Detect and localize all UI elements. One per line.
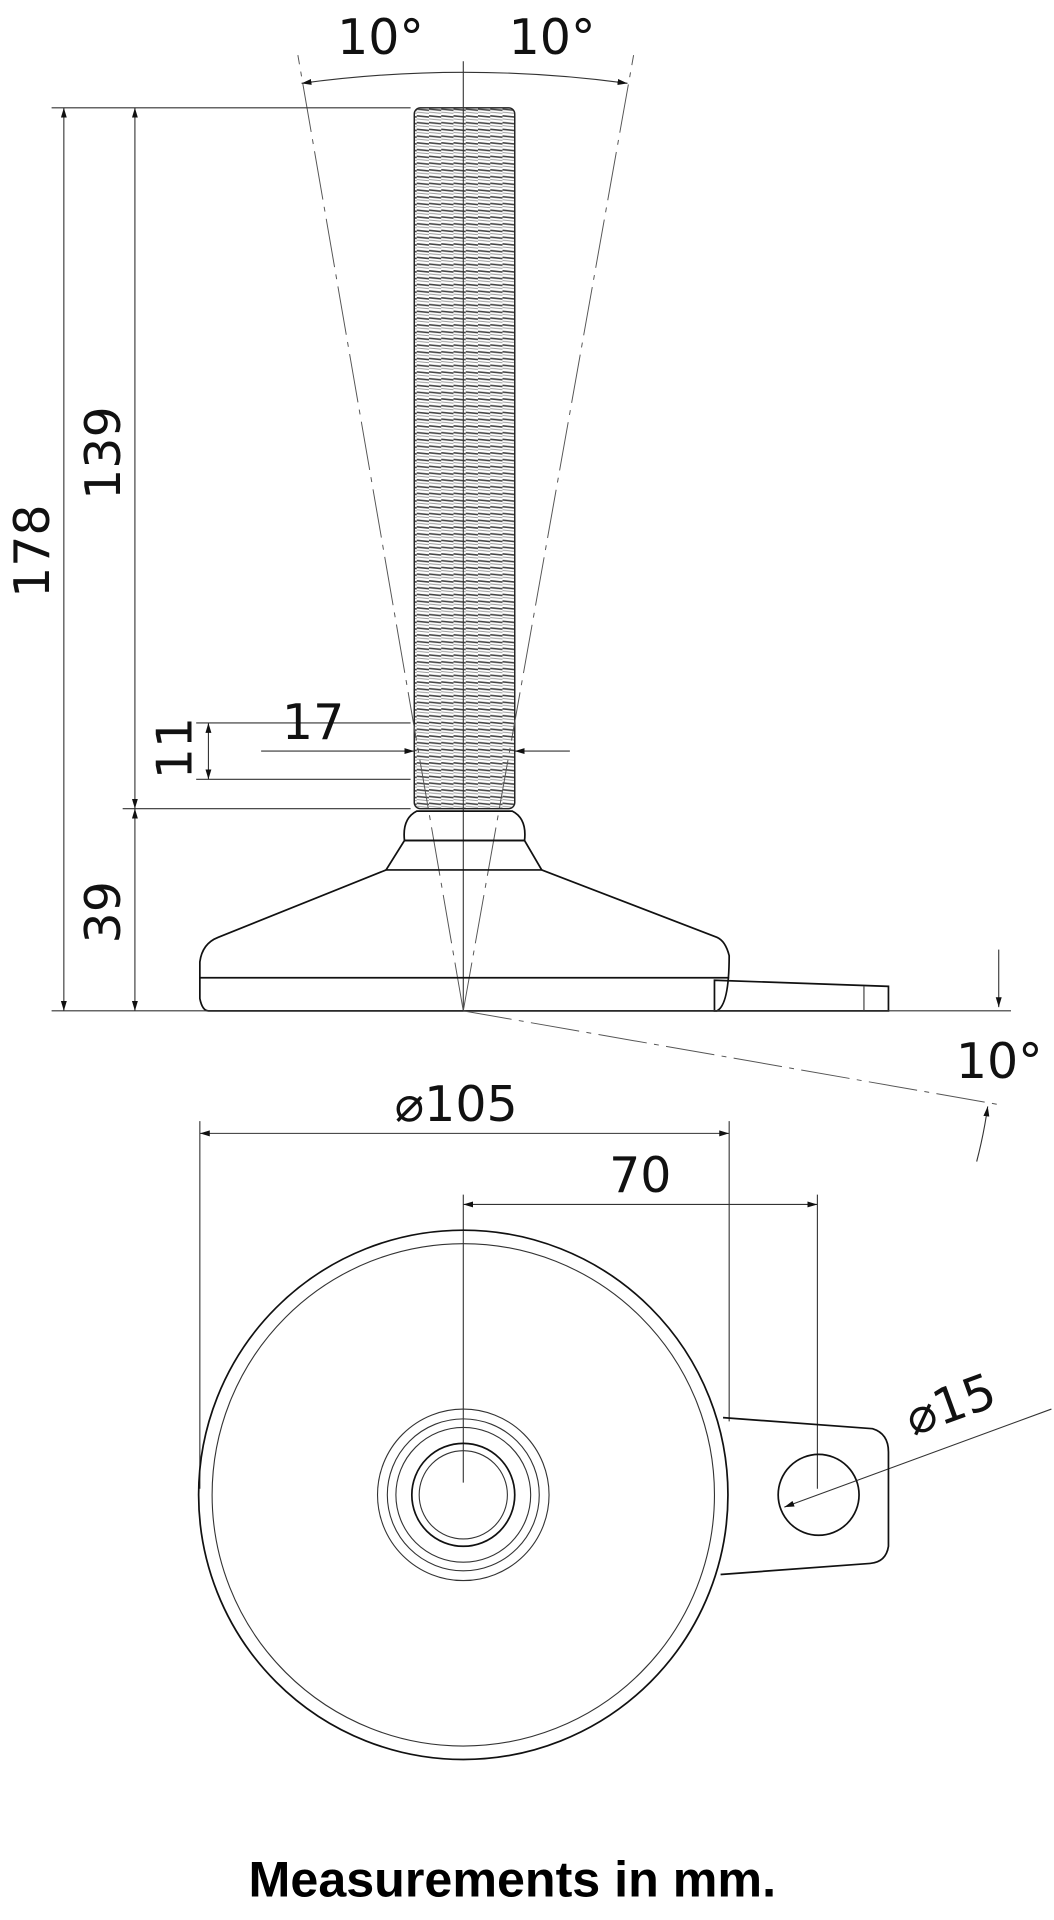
tilt-base-label: 10°	[956, 1033, 1043, 1090]
mounting-tab-top	[720, 1416, 890, 1576]
thread-diameter-label: 17	[282, 694, 344, 751]
mounting-tab-side	[713, 979, 890, 1012]
base-outer	[197, 1229, 729, 1761]
hole-diameter-label: ⌀15	[898, 1362, 1004, 1447]
total-height-label: 178	[4, 504, 61, 598]
threaded-rod	[413, 107, 516, 810]
collar	[384, 839, 544, 871]
thread-length-label: 139	[75, 406, 132, 500]
base-diameter-label: ⌀105	[395, 1076, 518, 1133]
caption: Measurements in mm.	[249, 1852, 776, 1908]
tilt-right-label: 10°	[509, 9, 596, 66]
base-cone	[198, 869, 731, 1012]
mounting-hole	[777, 1453, 860, 1537]
side-view	[198, 55, 890, 1012]
hole-offset-label: 70	[609, 1147, 671, 1204]
base-height-label: 39	[75, 881, 132, 943]
top-view	[197, 1229, 890, 1761]
tilt-left-label: 10°	[337, 9, 424, 66]
dimension-lines	[51, 107, 1052, 1508]
nut-height-label: 11	[146, 717, 203, 779]
nut	[403, 810, 526, 842]
